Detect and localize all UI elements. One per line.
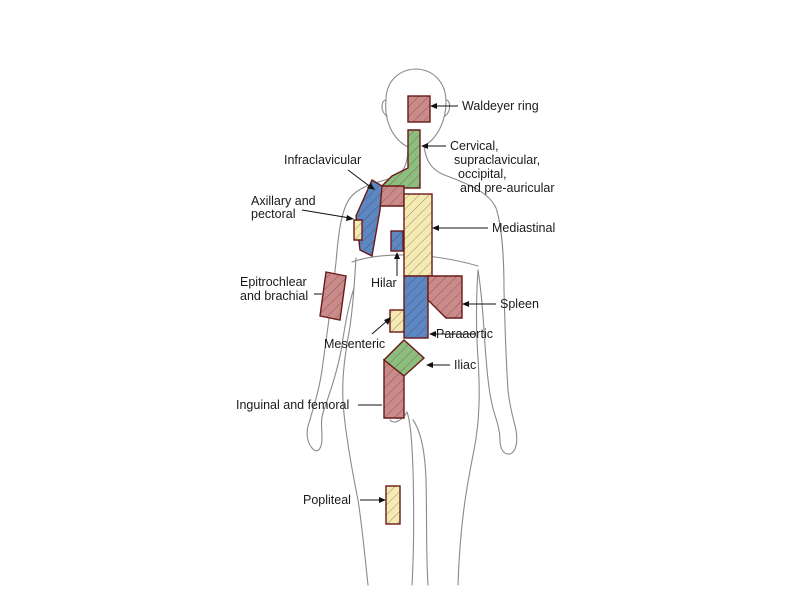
region-mediastinal xyxy=(403,193,433,277)
label-cervical-2: supraclavicular, xyxy=(454,153,540,167)
labels: Waldeyer ring Cervical, supraclavicular,… xyxy=(236,99,555,507)
region-waldeyer xyxy=(407,95,431,123)
region-epitrochlear xyxy=(319,271,347,321)
region-pectoral xyxy=(353,219,363,241)
label-mesenteric: Mesenteric xyxy=(324,337,385,351)
label-paraaortic: Paraaortic xyxy=(436,327,493,341)
region-mesenteric xyxy=(389,309,405,333)
label-infraclavicular: Infraclavicular xyxy=(284,153,361,167)
label-hilar: Hilar xyxy=(371,276,397,290)
label-popliteal: Popliteal xyxy=(303,493,351,507)
pointer-arrows xyxy=(301,103,496,503)
label-epitrochlear-1: Epitrochlear xyxy=(240,275,307,289)
region-paraaortic xyxy=(403,275,429,339)
label-axillary-2: pectoral xyxy=(251,207,295,221)
region-spleen xyxy=(427,275,463,319)
label-cervical-4: and pre-auricular xyxy=(460,181,555,195)
region-iliac xyxy=(382,339,426,377)
region-axillary xyxy=(355,178,383,258)
label-iliac: Iliac xyxy=(454,358,476,372)
label-inguinal: Inguinal and femoral xyxy=(236,398,349,412)
label-axillary-1: Axillary and xyxy=(251,194,316,208)
region-popliteal xyxy=(385,485,401,525)
label-epitrochlear-2: and brachial xyxy=(240,289,308,303)
label-cervical-1: Cervical, xyxy=(450,139,499,153)
label-cervical-3: occipital, xyxy=(458,167,507,181)
node-regions xyxy=(319,95,463,525)
label-spleen: Spleen xyxy=(500,297,539,311)
label-mediastinal: Mediastinal xyxy=(492,221,555,235)
region-hilar xyxy=(390,230,404,252)
label-waldeyer: Waldeyer ring xyxy=(462,99,539,113)
region-inguinal xyxy=(383,358,405,419)
